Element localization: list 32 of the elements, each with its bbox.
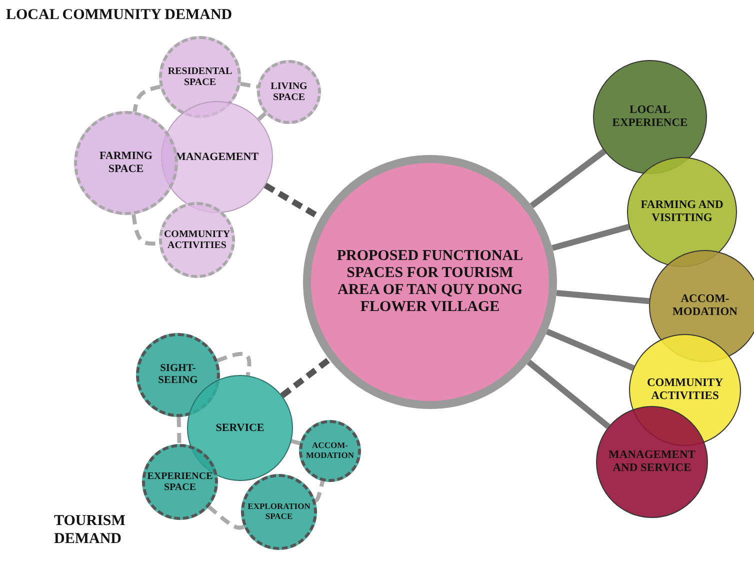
circle-label: EXPLORATION SPACE <box>246 502 312 522</box>
circle-label: LOCAL EXPERIENCE <box>611 104 689 130</box>
circle-label: MANAGEMENT <box>175 150 259 164</box>
connector-line <box>176 416 182 444</box>
circle-label: COMMUNITY ACTIVITIES <box>646 376 724 404</box>
connector-line <box>552 224 630 251</box>
circle-label: SERVICE <box>216 422 264 434</box>
group-heading: LOCAL COMMUNITY DEMAND <box>6 6 234 24</box>
connector-line <box>257 112 267 121</box>
circle-label: RESIDENTAL SPACE <box>166 66 234 88</box>
circle-label: EXPERIENCE SPACE <box>146 470 214 494</box>
connector-line <box>280 357 332 398</box>
connector-line <box>530 148 606 208</box>
connector-line <box>216 352 252 376</box>
connector-line <box>290 439 300 446</box>
group-heading: TOURISM DEMAND <box>54 512 126 548</box>
connector-line <box>240 82 258 89</box>
connector-line <box>314 480 325 503</box>
circle-label: FARMING SPACE <box>98 150 154 176</box>
circle-label: PROPOSED FUNCTIONAL SPACES FOR TOURISM AREA OF TAN QUY DONG FLOWER VILLAGE <box>336 248 524 316</box>
circle-label: ACCOM-MODATION <box>672 292 738 320</box>
circle-label: FARMING AND VISITTING <box>640 198 724 226</box>
connector-line <box>546 328 635 371</box>
connector-line <box>526 360 610 430</box>
circle-label: LIVING SPACE <box>270 80 308 104</box>
circle-label: ACCOM-MODATION <box>304 441 355 461</box>
circle-label: MANAGEMENT AND SERVICE <box>608 448 696 476</box>
connector-line <box>132 84 161 112</box>
connector-line <box>556 290 650 304</box>
circle-label: COMMUNITY ACTIVITIES <box>162 228 232 252</box>
connector-line <box>208 505 245 530</box>
circle-label: SIGHT-SEEING <box>157 362 199 388</box>
